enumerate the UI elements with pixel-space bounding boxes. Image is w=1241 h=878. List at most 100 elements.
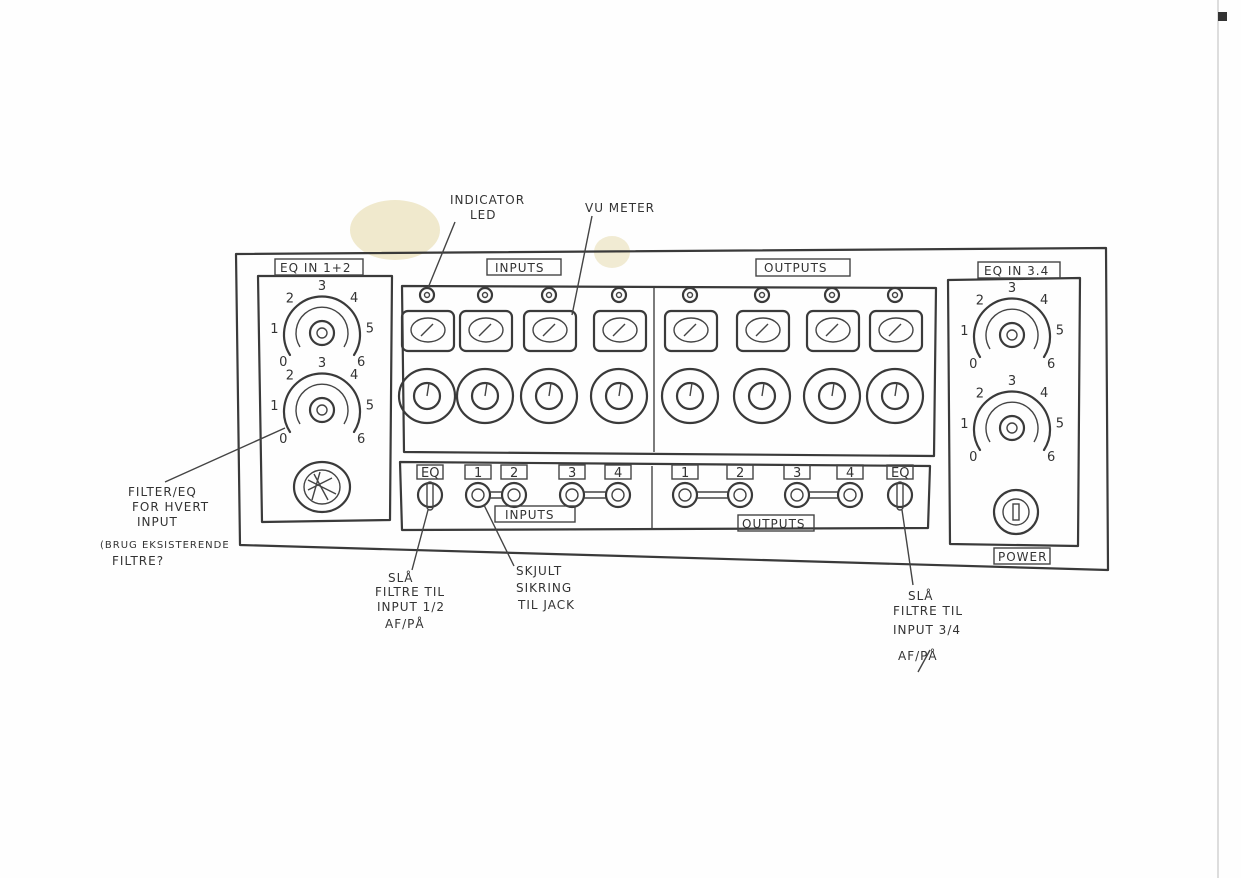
vu-meter [458, 309, 514, 353]
svg-text:4: 4 [614, 466, 622, 481]
knob-scale-label: 1 [960, 417, 968, 432]
jack-label: 1 [671, 464, 699, 481]
eq-toggle-switch[interactable] [416, 481, 444, 511]
indicator-led-center [423, 291, 431, 299]
knob-scale-label: 6 [357, 432, 365, 447]
jack-link [490, 491, 502, 499]
svg-text:EQ IN 1+2: EQ IN 1+2 [280, 261, 352, 275]
bottom-outputs-label: OUTPUTS [737, 514, 815, 532]
svg-text:SLÅ: SLÅ [908, 588, 934, 603]
jack-label: 4 [836, 464, 864, 481]
indicator-led-center [481, 291, 489, 299]
svg-text:INPUT 3/4: INPUT 3/4 [893, 623, 961, 637]
channel-knob[interactable] [802, 367, 862, 425]
knob-scale-label: 6 [1047, 450, 1055, 465]
indicator-led-center [686, 291, 694, 299]
svg-text:SKJULT: SKJULT [516, 564, 562, 578]
svg-text:INPUTS: INPUTS [505, 508, 554, 522]
jack-socket[interactable] [464, 481, 492, 509]
indicator-led [753, 286, 771, 304]
channel-knob[interactable] [397, 367, 457, 425]
power-button[interactable] [992, 488, 1040, 536]
indicator-led [681, 286, 699, 304]
vu-meter [735, 309, 791, 353]
knob-scale-label: 5 [366, 322, 374, 337]
indicator-led-center [615, 291, 623, 299]
channel-knob[interactable] [519, 367, 579, 425]
svg-text:EQ IN 3.4: EQ IN 3.4 [984, 264, 1049, 278]
svg-text:AF/PÅ: AF/PÅ [898, 648, 938, 663]
channel-knob[interactable] [455, 367, 515, 425]
svg-text:3: 3 [568, 466, 576, 481]
indicator-led-center [545, 291, 553, 299]
svg-text:4: 4 [846, 466, 854, 481]
knob-scale-label: 3 [1008, 374, 1016, 389]
svg-text:FOR HVERT: FOR HVERT [132, 500, 209, 514]
knob-scale-label: 1 [270, 322, 278, 337]
knob-scale-label: 0 [279, 432, 287, 447]
jack-socket[interactable] [558, 481, 586, 509]
channel-knob[interactable] [589, 367, 649, 425]
outputs-label: OUTPUTS [755, 258, 851, 277]
svg-text:INPUT: INPUT [137, 515, 178, 529]
eq-right-box [946, 276, 1082, 548]
jack-socket[interactable] [500, 481, 528, 509]
knob-scale-label: 4 [350, 291, 358, 306]
indicator-led [886, 286, 904, 304]
jack-label: 2 [500, 464, 528, 481]
jack-socket[interactable] [671, 481, 699, 509]
indicator-led [823, 286, 841, 304]
eq-grille [292, 460, 352, 514]
eq-left-box [256, 274, 394, 524]
jack-label: 2 [726, 464, 754, 481]
eq-toggle-switch[interactable] [886, 481, 914, 511]
svg-text:2: 2 [510, 466, 518, 481]
knob-scale-label: 0 [279, 355, 287, 370]
bottom-inputs-label: INPUTS [494, 505, 576, 523]
svg-text:EQ: EQ [421, 466, 439, 481]
svg-text:FILTER/EQ: FILTER/EQ [128, 485, 197, 499]
channel-section [400, 284, 938, 458]
svg-text:EQ: EQ [891, 466, 909, 481]
knob-scale-label: 4 [350, 368, 358, 383]
knob-scale-label: 5 [1056, 417, 1064, 432]
svg-text:OUTPUTS: OUTPUTS [742, 517, 806, 531]
svg-text:1: 1 [681, 466, 689, 481]
channel-knob[interactable] [660, 367, 720, 425]
svg-text:VU METER: VU METER [585, 201, 655, 215]
svg-text:POWER: POWER [998, 550, 1047, 564]
svg-text:FILTRE TIL: FILTRE TIL [893, 604, 963, 618]
inputs-label: INPUTS [486, 258, 562, 276]
jack-label: EQ [886, 464, 914, 481]
channel-knob[interactable] [865, 367, 925, 425]
annotation-vu-meter: VU METER [571, 201, 655, 316]
jack-socket[interactable] [783, 481, 811, 509]
panel-outline [234, 246, 1110, 572]
knob-scale-label: 0 [969, 357, 977, 372]
knob-scale-label: 6 [357, 355, 365, 370]
channel-knob[interactable] [732, 367, 792, 425]
indicator-led-center [758, 291, 766, 299]
jack-socket[interactable] [604, 481, 632, 509]
knob-scale-label: 3 [318, 279, 326, 294]
vu-meter [400, 309, 456, 353]
knob-scale-label: 6 [1047, 357, 1055, 372]
jack-link [809, 491, 838, 499]
jack-socket[interactable] [836, 481, 864, 509]
svg-text:INDICATOR: INDICATOR [450, 193, 525, 207]
knob-scale-label: 4 [1040, 293, 1048, 308]
jack-socket[interactable] [726, 481, 754, 509]
eq-right-label: EQ IN 3.4 [977, 261, 1061, 279]
svg-text:TIL JACK: TIL JACK [517, 598, 575, 612]
indicator-led [610, 286, 628, 304]
indicator-led [540, 286, 558, 304]
knob-scale-label: 2 [286, 368, 294, 383]
annotation-switch-left: SLÅ FILTRE TIL INPUT 1/2 AF/PÅ [375, 509, 444, 631]
knob-scale-label: 2 [976, 386, 984, 401]
vu-meter [522, 309, 578, 353]
